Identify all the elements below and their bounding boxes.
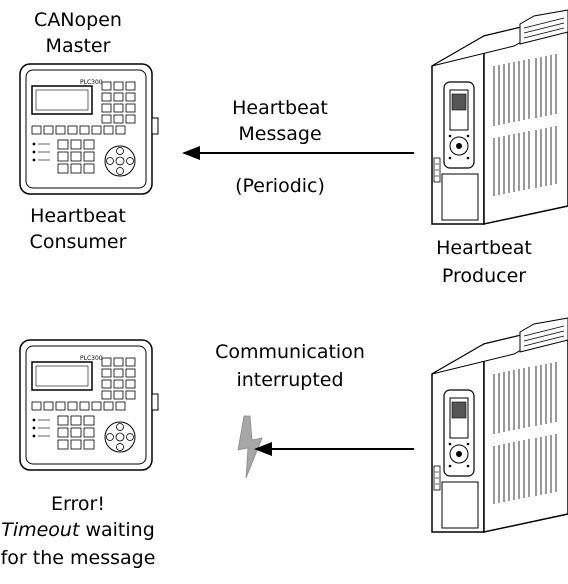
heartbeat-arrow [182,146,414,160]
plc-master-device: PLC300 [19,63,159,195]
producer-line1: Heartbeat [436,237,532,259]
error-line1: Error! [51,493,105,515]
heartbeat-message-line2: Message [238,123,322,145]
drive-producer-device [431,9,568,225]
plc-master-device-bottom: PLC300 [19,339,159,471]
heartbeat-message-line1: Heartbeat [232,97,328,119]
device-brand-label-bottom: PLC300 [80,355,103,362]
master-title-line2: Master [45,35,111,57]
lightning-bolt-icon [237,415,263,479]
drive-producer-device-bottom [431,317,568,533]
master-title-line1: CANopen [34,9,122,31]
periodic-label: (Periodic) [235,175,325,197]
device-brand-label: PLC300 [80,79,103,86]
producer-line2: Producer [441,265,527,287]
error-line2: Timeout waiting [0,518,156,542]
timeout-rest: waiting [79,519,155,541]
timeout-word: Timeout [1,519,80,541]
comm-interrupted-line1: Communication [215,341,365,363]
comm-interrupted-line2: interrupted [236,369,344,391]
interrupted-arrow [254,442,414,456]
consumer-line2: Consumer [29,231,127,253]
consumer-line1: Heartbeat [30,205,126,227]
error-line3: for the message [0,547,156,569]
